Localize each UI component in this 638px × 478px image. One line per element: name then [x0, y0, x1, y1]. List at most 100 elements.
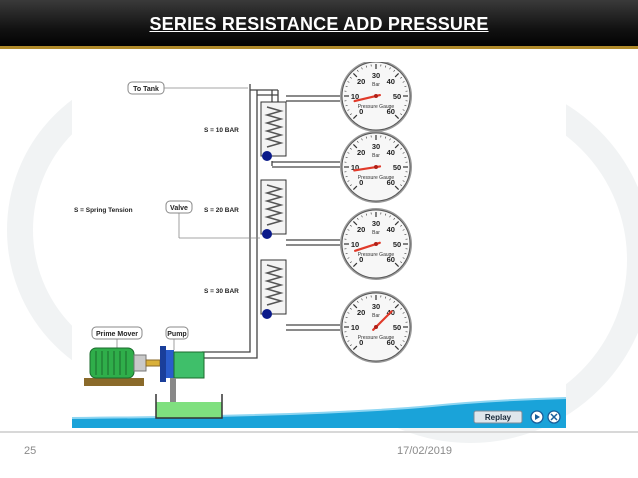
- gauge-tick: [345, 156, 348, 158]
- gauge-tick: [394, 303, 400, 309]
- hydraulic-circuit-diagram: To Tank S = 10 BAR S = 20 BAR S = 30 BAR: [72, 62, 566, 428]
- gauge-tick: [349, 261, 352, 264]
- relief-valve-20-bar: S = 20 BAR: [204, 179, 287, 239]
- slide-title: SERIES RESISTANCE ADD PRESSURE: [149, 14, 489, 34]
- gauge-tick: [402, 81, 405, 83]
- pump: Pump: [160, 326, 205, 418]
- gauge-tick: [400, 261, 403, 264]
- gauge-tick-label: 20: [357, 148, 365, 157]
- prime-mover-label: Prime Mover: [96, 331, 138, 338]
- gauge-tick: [404, 253, 407, 255]
- gauge-tick-label: 10: [351, 323, 359, 332]
- gauge-tick: [404, 176, 407, 178]
- gauge-tick-label: 20: [357, 225, 365, 234]
- valve-tag-label: Valve: [170, 205, 188, 212]
- gauge-tick: [402, 152, 405, 154]
- gauge-tick: [394, 114, 400, 120]
- gauge-tick-label: 50: [393, 92, 401, 101]
- gauge-tick: [349, 113, 352, 116]
- gauge-tick: [345, 176, 348, 178]
- gauge-tick-label: 60: [387, 255, 395, 264]
- gauge-tick: [345, 253, 348, 255]
- gauge-tick: [400, 76, 403, 79]
- gauge-tick: [349, 184, 352, 187]
- gauge-tick-label: 30: [372, 302, 380, 311]
- gauge-tick: [347, 340, 350, 342]
- gauge-tick: [389, 138, 391, 141]
- gauge-tick: [393, 217, 396, 220]
- gauge-tick: [365, 296, 367, 299]
- gauge-tick: [352, 185, 358, 191]
- gauge-tick-label: 0: [359, 107, 363, 116]
- gauge-tick-label: 10: [351, 240, 359, 249]
- gauge-tick: [402, 229, 405, 231]
- gauge-tick-label: 20: [357, 308, 365, 317]
- gauge-tick: [393, 69, 396, 72]
- gauge-tick: [356, 69, 359, 72]
- gauge-tick: [349, 307, 352, 310]
- gauge-tick: [361, 215, 363, 218]
- gauge-tick: [393, 300, 396, 303]
- gauge-tick: [404, 85, 407, 87]
- gauge-tick-label: 50: [393, 323, 401, 332]
- valve-label-10-bar: S = 10 BAR: [204, 127, 239, 134]
- gauge-tick: [385, 136, 387, 139]
- gauge-tick-label: 40: [387, 148, 395, 157]
- gauge-tick: [361, 67, 363, 70]
- gauge-pivot: [374, 325, 378, 329]
- gauge-tick: [352, 345, 358, 351]
- gauge-tick: [347, 180, 350, 182]
- gauge-tick: [349, 76, 352, 79]
- gauge-tick-label: 50: [393, 163, 401, 172]
- gauge-tick: [352, 220, 358, 226]
- gauge-tick-label: 30: [372, 71, 380, 80]
- gauge-tick: [356, 140, 359, 143]
- gauge-pivot: [374, 242, 378, 246]
- gauge-tick: [356, 217, 359, 220]
- reservoir-tank: [155, 394, 223, 419]
- simulation-panel: To Tank S = 10 BAR S = 20 BAR S = 30 BAR: [72, 62, 566, 428]
- gauge-tick: [402, 257, 405, 259]
- replay-button[interactable]: Replay: [473, 410, 523, 424]
- gauge-tick: [345, 336, 348, 338]
- gauge-branch-pipes: [271, 95, 340, 331]
- gauge-tick: [389, 215, 391, 218]
- gauge-tick-label: 0: [359, 178, 363, 187]
- gauge-tick: [356, 300, 359, 303]
- gauge-tick: [349, 344, 352, 347]
- gauge-tick: [394, 262, 400, 268]
- gauge-tick: [385, 213, 387, 216]
- gauge-tick: [389, 67, 391, 70]
- gauge-name: Pressure Gauge: [358, 175, 395, 181]
- gauge-name: Pressure Gauge: [358, 252, 395, 258]
- gauge-unit: Bar: [372, 82, 380, 88]
- gauge-tick: [400, 344, 403, 347]
- gauge-tick: [400, 224, 403, 227]
- gauge-unit: Bar: [372, 230, 380, 236]
- to-tank-label: To Tank: [133, 86, 159, 93]
- close-icon[interactable]: [547, 410, 561, 424]
- footer-divider: [0, 431, 638, 433]
- gauge-tick: [365, 65, 367, 68]
- gauge-tick: [400, 184, 403, 187]
- prime-mover: Prime Mover: [84, 326, 161, 386]
- gauge-tick: [352, 143, 358, 149]
- relief-valve-30-bar: S = 30 BAR: [204, 259, 287, 319]
- gauge-tick: [347, 257, 350, 259]
- gauge-tick: [393, 140, 396, 143]
- gauge-tick: [347, 229, 350, 231]
- gauge-tick: [385, 65, 387, 68]
- relief-valve-10-bar: S = 10 BAR: [204, 101, 287, 161]
- gauge-tick: [361, 138, 363, 141]
- gauge-tick: [365, 213, 367, 216]
- play-icon[interactable]: [530, 410, 544, 424]
- gauge-tick-label: 30: [372, 219, 380, 228]
- gauge-tick: [349, 224, 352, 227]
- gauge-tick: [385, 296, 387, 299]
- gauge-tick-label: 0: [359, 255, 363, 264]
- gauge-tick-label: 40: [387, 77, 395, 86]
